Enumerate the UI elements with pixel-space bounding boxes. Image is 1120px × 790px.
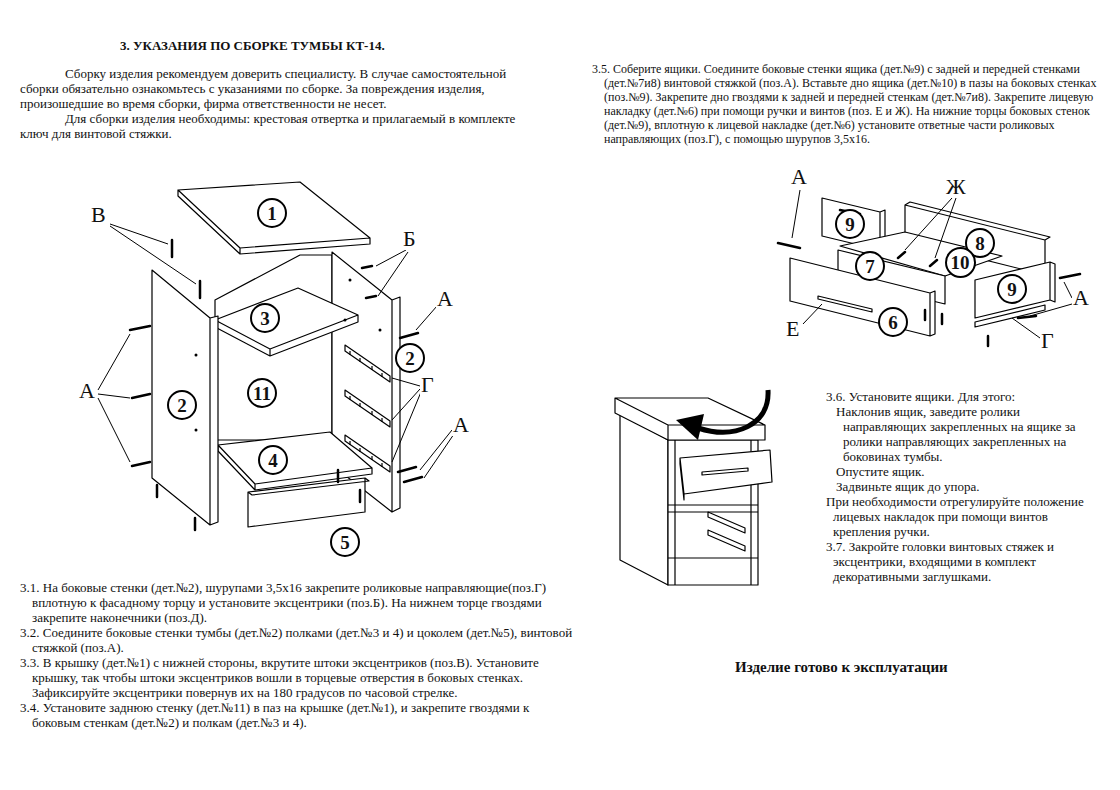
leader: [803, 304, 822, 324]
assembly-step: 3.2. Соедините боковые стенки тумбы (дет…: [20, 625, 577, 655]
assembly-step: 3.7. Закройте головки винтовых стяжек и …: [826, 539, 1088, 584]
part-number: 10: [951, 253, 970, 272]
rail-rollers: [350, 351, 382, 467]
part-number-circle: 2: [167, 390, 197, 420]
part-number: 2: [177, 396, 187, 415]
page-title: 3. УКАЗАНИЯ ПО СБОРКЕ ТУМБЫ КТ-14.: [120, 38, 385, 53]
part-number-circle: 1: [257, 198, 287, 228]
assembly-step: 3.3. В крышку (дет.№1) с нижней стороны,…: [20, 655, 577, 700]
callout-letter: А: [1072, 287, 1090, 309]
part-number-circle: 4: [258, 445, 288, 475]
leader: [1012, 318, 1040, 338]
assembly-step: 3.6. Установите ящики. Для этого:: [826, 389, 1103, 404]
top-panel: [178, 182, 370, 254]
assembly-step: 3.4. Установите заднюю стенку (дет.№11) …: [20, 700, 577, 730]
hole: [195, 429, 198, 432]
step-instruction: При необходимости отрегулируйте положени…: [826, 494, 1088, 539]
leader: [98, 334, 130, 462]
screws-left: [130, 326, 150, 466]
part-number-circle: 3: [250, 303, 280, 333]
cabinet-top: [615, 398, 765, 440]
callout-letter: В: [90, 204, 107, 226]
part-number-circle: 11: [247, 378, 277, 408]
leader: [1030, 282, 1072, 316]
leader: [376, 250, 408, 296]
left-side-wall: [152, 270, 218, 525]
part-number: 2: [405, 349, 415, 368]
step-instruction: Опустите ящик.: [836, 464, 1088, 479]
part-number-circle: 6: [878, 307, 908, 337]
part-number: 1: [267, 204, 277, 223]
hole: [344, 319, 347, 322]
part-number: 3: [260, 309, 270, 328]
drawer-exploded-view: [790, 198, 1055, 336]
part-number: 6: [888, 313, 898, 332]
insert-arrow: [676, 390, 768, 440]
step-instruction: Наклонив ящик, заведите ролики направляю…: [836, 404, 1088, 464]
leader: [905, 198, 956, 258]
part-number-circle: 10: [945, 247, 976, 278]
cabinet-exploded-view: [152, 182, 400, 527]
part-number: 5: [340, 533, 350, 552]
screws: [778, 210, 1080, 318]
arrow-head: [676, 414, 704, 440]
shelf-three: [215, 288, 358, 356]
leader: [392, 378, 421, 462]
cam-studs: [172, 240, 200, 298]
handle-screws: [898, 252, 937, 266]
hole: [349, 279, 352, 282]
part-number: 9: [1007, 280, 1017, 299]
drawer-fasteners: [778, 210, 1080, 346]
part-number: 8: [975, 234, 985, 253]
callout-letter: Г: [420, 374, 435, 396]
tilted-drawer: [680, 450, 772, 500]
arrow-curve: [698, 390, 768, 432]
assembly-step: 3.1. На боковые стенки (дет.№2), шурупам…: [20, 580, 577, 625]
intro-paragraph: Для сборки изделия необходимы: крестовая…: [20, 111, 532, 141]
plinth: [248, 478, 369, 527]
leader: [420, 430, 454, 478]
part-number: 9: [845, 215, 855, 234]
step-instruction: Задвиньте ящик до упора.: [836, 479, 1088, 494]
drawer-leaders: [792, 190, 1072, 338]
part-number-circle: 9: [997, 274, 1027, 304]
part-number: 4: [268, 451, 278, 470]
hole: [195, 354, 198, 357]
callout-letter: Ж: [945, 176, 967, 198]
intro-paragraph: Сборку изделия рекомендуем доверить спец…: [20, 66, 532, 111]
hole: [379, 329, 382, 332]
callout-letter: Е: [785, 318, 800, 340]
part-number-circle: 7: [855, 251, 885, 281]
assembly-step: 3.5. Соберите ящики. Соедините боковые с…: [592, 62, 1099, 146]
cabinet-side: [620, 413, 668, 585]
cam-locks: [362, 266, 376, 298]
holes: [195, 279, 382, 432]
callout-letter: А: [436, 288, 454, 310]
nails: [925, 310, 988, 346]
callout-letter: А: [790, 166, 808, 188]
part-number-circle: 9: [835, 209, 865, 239]
part-number: 7: [865, 257, 875, 276]
part-number-circle: 5: [330, 527, 360, 557]
leader: [416, 306, 437, 330]
nail-tips: [157, 470, 360, 530]
drawer-handle: [702, 468, 748, 475]
leader: [110, 224, 196, 284]
fasteners: [130, 240, 422, 530]
final-note: Изделие готово к эксплуатации: [735, 658, 948, 676]
callout-letter: Г: [1040, 330, 1055, 352]
callout-letter: А: [78, 380, 96, 402]
handle-slot: [818, 296, 872, 312]
roller-rails: [345, 345, 390, 472]
leader: [792, 190, 800, 238]
part-number-circle: 2: [395, 343, 425, 373]
callout-letter: А: [452, 414, 470, 436]
callout-letter: Б: [402, 228, 417, 250]
part-number: 11: [253, 384, 271, 403]
leader-lines: [98, 224, 454, 478]
cabinet-rails: [708, 512, 745, 551]
